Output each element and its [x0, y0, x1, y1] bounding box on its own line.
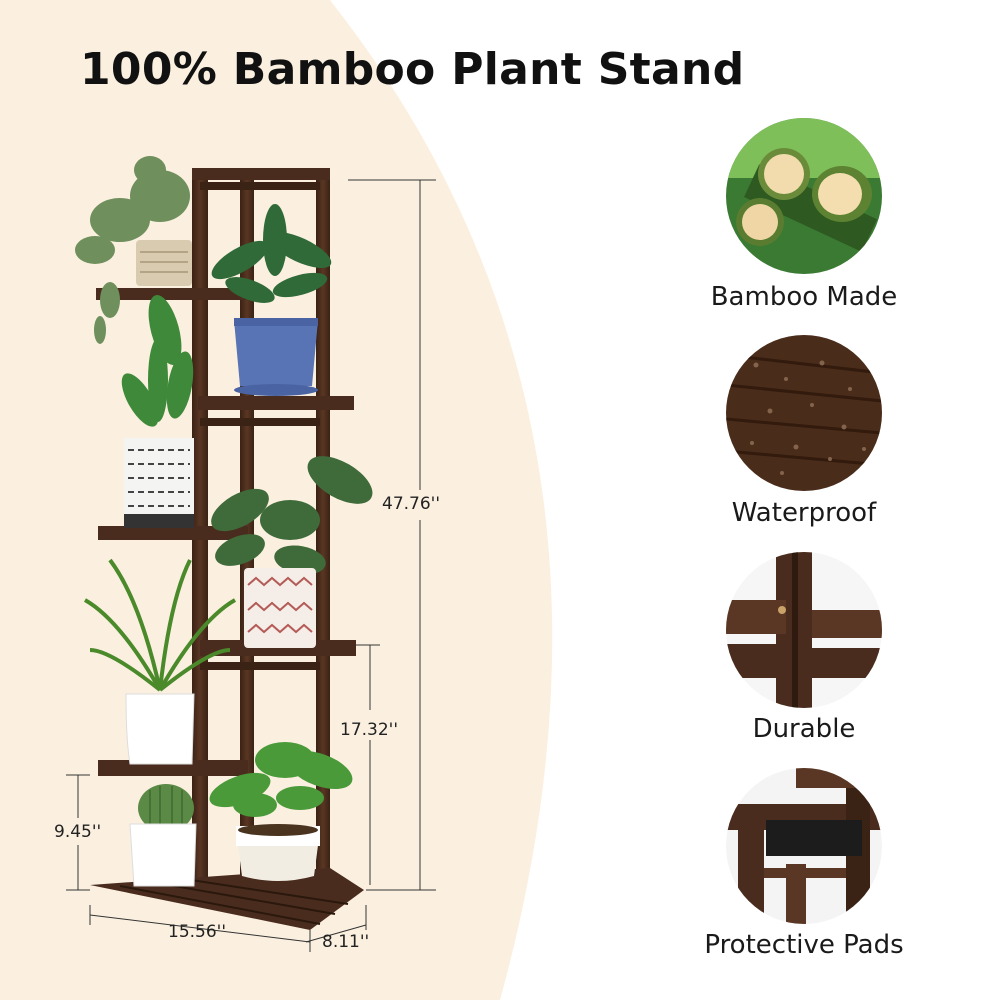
dim-bottom-height-label: 9.45'': [54, 822, 102, 842]
dim-depth-label: 8.11'': [322, 932, 370, 952]
plant-cactus: [129, 784, 197, 887]
waterproof-wood-icon: [726, 335, 882, 491]
plant-right-bottom: [209, 742, 353, 881]
plant-left-middle: [121, 295, 194, 528]
dimension-lines: [66, 179, 436, 952]
feature-label-durable: Durable: [752, 714, 856, 744]
page-title: 100% Bamboo Plant Stand: [80, 44, 745, 95]
plant-top-left: [75, 156, 192, 344]
plant-stand-illustration: [66, 156, 436, 952]
feature-label-waterproof: Waterproof: [731, 498, 877, 528]
durable-frame-icon: [726, 552, 882, 708]
dim-width-label: 15.56'': [168, 922, 227, 942]
plant-blue-pot: [211, 204, 332, 396]
plant-right-middle: [211, 456, 373, 648]
protective-pad-icon: [726, 768, 882, 924]
feature-label-bamboo: Bamboo Made: [710, 282, 898, 312]
plant-left-lower: [84, 558, 236, 765]
bamboo-icon: [726, 118, 882, 274]
feature-label-protective-pads: Protective Pads: [704, 930, 904, 960]
dim-total-height-label: 47.76'': [382, 494, 441, 514]
dim-section-height-label: 17.32'': [340, 720, 399, 740]
